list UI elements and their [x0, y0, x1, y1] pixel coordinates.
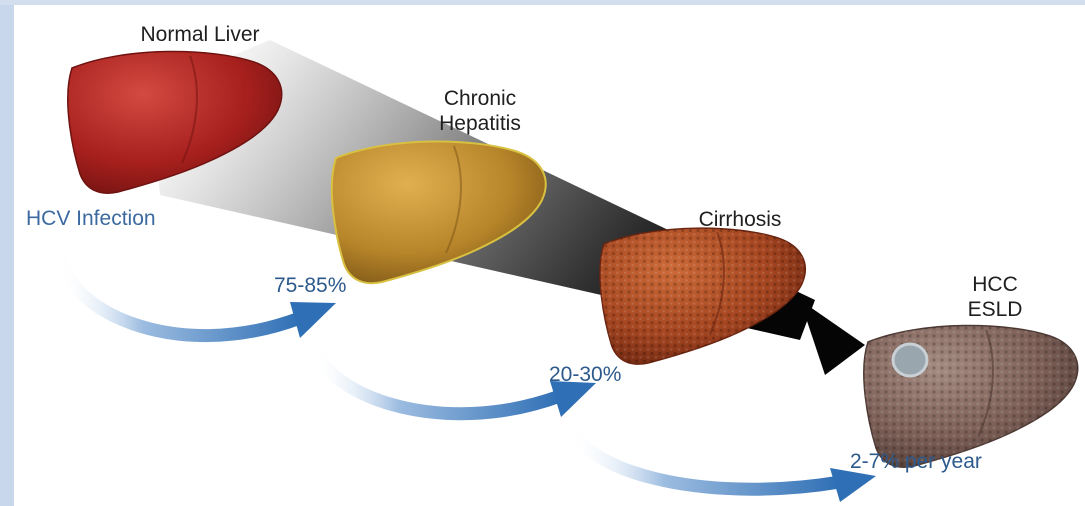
rate-cirrhosis: 20-30%	[549, 362, 621, 387]
label-hcc-esld: HCC ESLD	[945, 272, 1045, 322]
tumor-lesion	[893, 344, 927, 376]
label-hcc-line2: ESLD	[945, 297, 1045, 322]
label-cirrhosis: Cirrhosis	[670, 207, 810, 232]
rate-chronic-hepatitis: 75-85%	[274, 273, 346, 298]
label-hcv-infection: HCV Infection	[26, 206, 156, 231]
hcc-esld-liver-image	[864, 325, 1078, 467]
label-chronic-line2: Hepatitis	[405, 111, 555, 136]
label-chronic-hepatitis: Chronic Hepatitis	[405, 86, 555, 136]
rate-hcc-esld: 2-7% per year	[850, 449, 982, 474]
label-chronic-line1: Chronic	[405, 86, 555, 111]
cirrhosis-liver-image	[600, 228, 805, 364]
label-normal-liver: Normal Liver	[100, 22, 300, 47]
label-hcc-line1: HCC	[945, 272, 1045, 297]
